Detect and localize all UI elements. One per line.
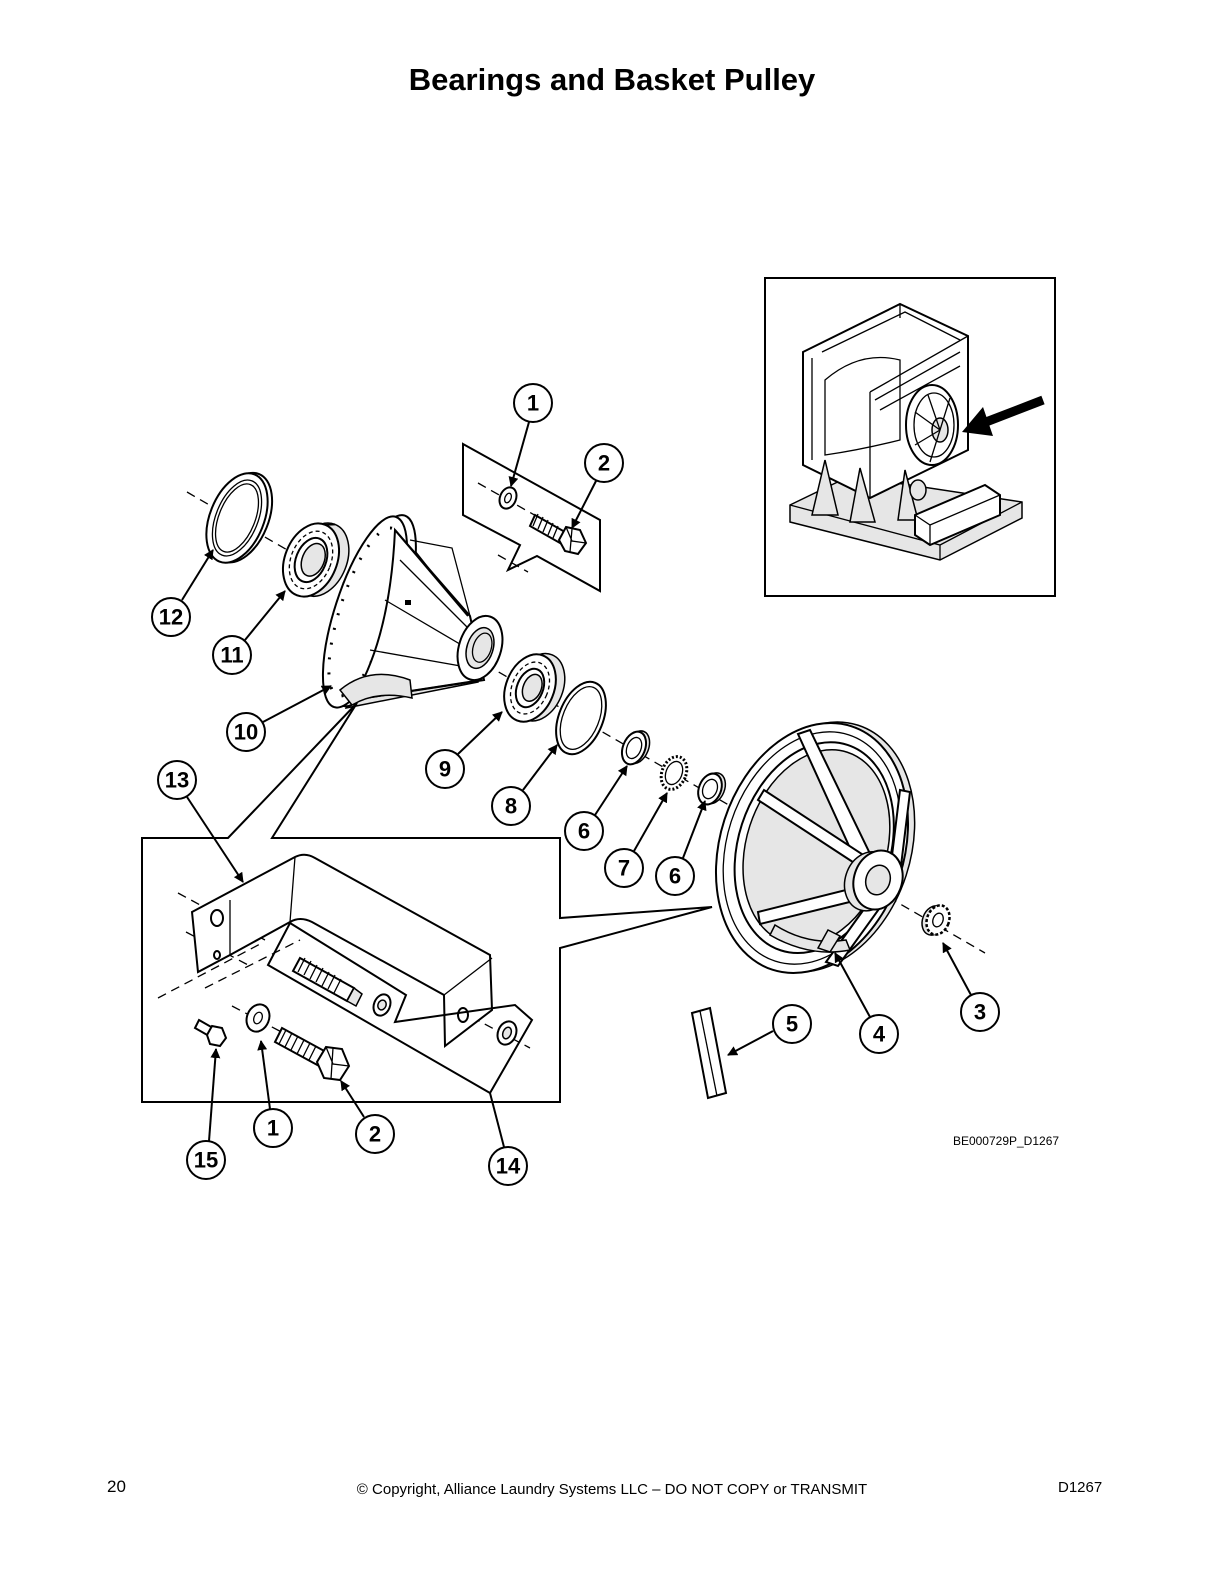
callout-1: 1 bbox=[513, 383, 553, 423]
hub-bolt-detail bbox=[462, 442, 601, 593]
small-bolt bbox=[193, 1018, 228, 1048]
callout-6: 6 bbox=[655, 856, 695, 896]
callout-label: 11 bbox=[220, 643, 243, 668]
callout-label: 9 bbox=[439, 757, 451, 782]
callout-14: 14 bbox=[488, 1146, 528, 1186]
page-title: Bearings and Basket Pulley bbox=[408, 62, 816, 97]
basket-pulley bbox=[714, 721, 916, 975]
callout-label: 6 bbox=[578, 819, 590, 844]
pulley-nut bbox=[921, 904, 951, 936]
retaining-ring bbox=[555, 680, 607, 756]
callout-7: 7 bbox=[604, 848, 644, 888]
seal bbox=[697, 772, 727, 806]
callout-15: 15 bbox=[186, 1140, 226, 1180]
callout-label: 6 bbox=[669, 864, 681, 889]
document-id: D1267 bbox=[1058, 1479, 1103, 1496]
bearing bbox=[503, 652, 566, 723]
callout-label: 4 bbox=[873, 1022, 886, 1047]
callout-2: 2 bbox=[584, 443, 624, 483]
callout-label: 5 bbox=[786, 1012, 798, 1037]
callout-1: 1 bbox=[253, 1108, 293, 1148]
bolt bbox=[528, 513, 588, 556]
locator-arrow bbox=[962, 395, 1045, 436]
callout-label: 3 bbox=[974, 1000, 986, 1025]
callout-label: 2 bbox=[598, 451, 610, 476]
callout-3: 3 bbox=[960, 992, 1000, 1032]
callout-9: 9 bbox=[425, 749, 465, 789]
callout-10: 10 bbox=[226, 712, 266, 752]
seal bbox=[620, 730, 651, 766]
stud-detail bbox=[266, 921, 534, 1095]
callout-label: 2 bbox=[369, 1122, 381, 1147]
washer bbox=[498, 486, 518, 510]
copyright-notice: © Copyright, Alliance Laundry Systems LL… bbox=[356, 1481, 868, 1498]
callout-12: 12 bbox=[151, 597, 191, 637]
lockwasher bbox=[659, 755, 689, 791]
locator-inset bbox=[764, 277, 1056, 597]
callout-label: 1 bbox=[267, 1116, 279, 1141]
callout-label: 8 bbox=[505, 794, 517, 819]
callout-label: 13 bbox=[165, 768, 189, 793]
callout-label: 7 bbox=[618, 856, 630, 881]
bearing bbox=[282, 522, 350, 598]
page-number: 20 bbox=[107, 1477, 126, 1496]
callout-2: 2 bbox=[355, 1114, 395, 1154]
mounting-bracket bbox=[190, 853, 494, 1048]
callout-11: 11 bbox=[212, 635, 252, 675]
figure-id: BE000729P_D1267 bbox=[953, 1134, 1059, 1148]
callout-8: 8 bbox=[491, 786, 531, 826]
bearing-hub bbox=[321, 514, 504, 709]
drive-belt bbox=[690, 1006, 728, 1100]
callout-label: 1 bbox=[527, 391, 539, 416]
callout-label: 14 bbox=[496, 1154, 521, 1179]
callout-13: 13 bbox=[157, 760, 197, 800]
bracket-detail-box bbox=[141, 702, 713, 1103]
callout-6: 6 bbox=[564, 811, 604, 851]
grease-seal bbox=[205, 471, 274, 564]
callout-label: 15 bbox=[194, 1148, 218, 1173]
callout-5: 5 bbox=[772, 1004, 812, 1044]
bolt bbox=[273, 1026, 351, 1082]
callout-4: 4 bbox=[859, 1014, 899, 1054]
callout-label: 10 bbox=[234, 720, 258, 745]
callout-label: 12 bbox=[159, 605, 183, 630]
washer bbox=[245, 1003, 271, 1033]
machine-overview-drawing bbox=[789, 302, 1023, 561]
leader-lines bbox=[181, 421, 972, 1148]
